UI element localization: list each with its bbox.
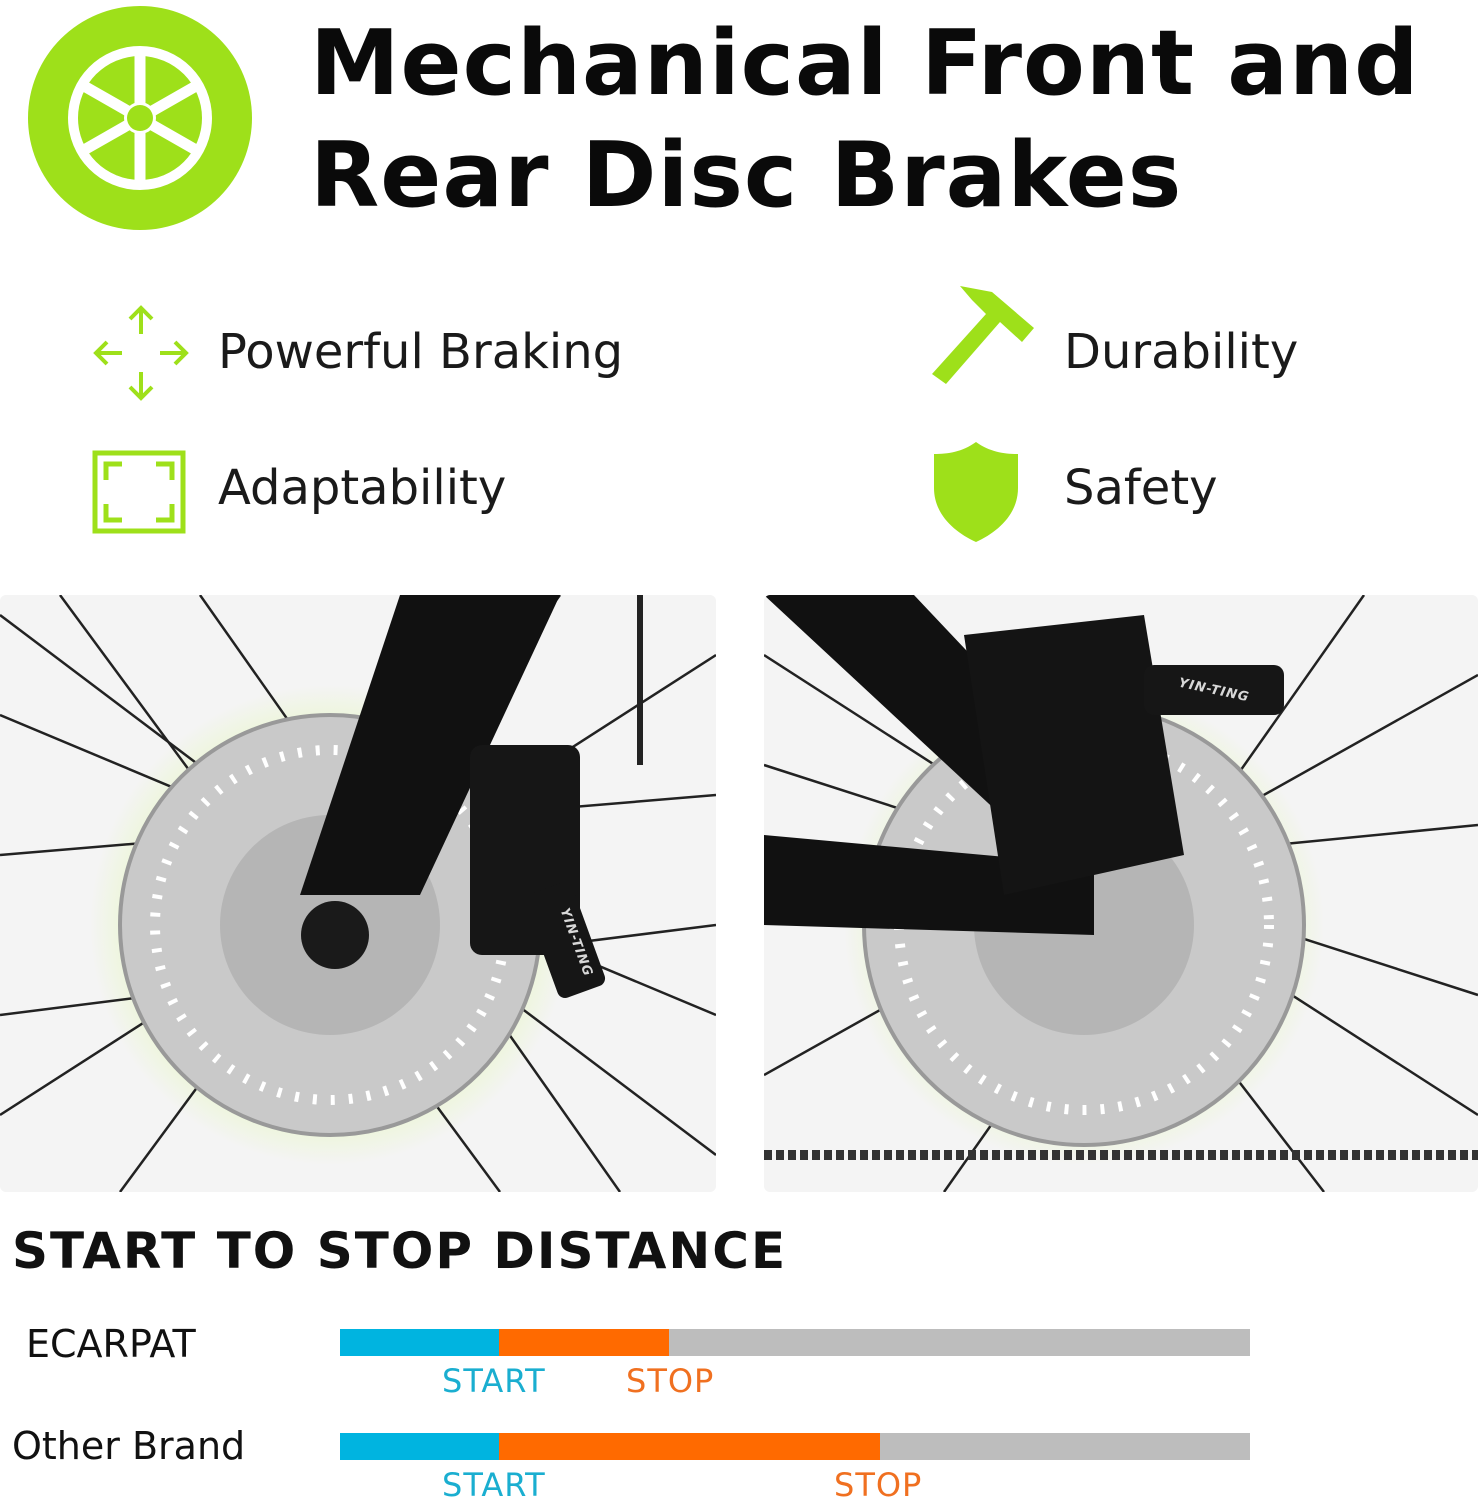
frame-corners-icon: [92, 450, 186, 538]
title-line-1: Mechanical Front and: [310, 11, 1420, 116]
arrows-expand-icon: [92, 304, 190, 406]
feature-safety: Safety: [1064, 460, 1218, 516]
start-segment: [340, 1433, 500, 1460]
distance-bar-other-brand: [340, 1433, 1250, 1460]
feature-adaptability: Adaptability: [218, 460, 507, 516]
shield-icon: [932, 440, 1020, 548]
distance-bar-ecarpat: [340, 1329, 1250, 1356]
rear-disc-brake-photo: YIN-TING: [764, 595, 1478, 1192]
wheel-logo-icon: [26, 4, 254, 232]
start-segment: [340, 1329, 500, 1356]
feature-powerful-braking: Powerful Braking: [218, 324, 624, 380]
comparison-title: START TO STOP DISTANCE: [12, 1222, 788, 1280]
page-title: Mechanical Front and Rear Disc Brakes: [310, 8, 1420, 232]
front-disc-brake-photo: YIN-TING: [0, 595, 716, 1192]
stop-label: STOP: [834, 1466, 923, 1504]
start-label: START: [442, 1362, 546, 1400]
hammer-icon: [930, 284, 1036, 388]
title-line-2: Rear Disc Brakes: [310, 123, 1183, 228]
brand-label-ecarpat: ECARPAT: [26, 1322, 196, 1366]
start-label: START: [442, 1466, 546, 1504]
stop-label: STOP: [626, 1362, 715, 1400]
brand-label-other: Other Brand: [12, 1424, 246, 1468]
feature-durability: Durability: [1064, 324, 1299, 380]
